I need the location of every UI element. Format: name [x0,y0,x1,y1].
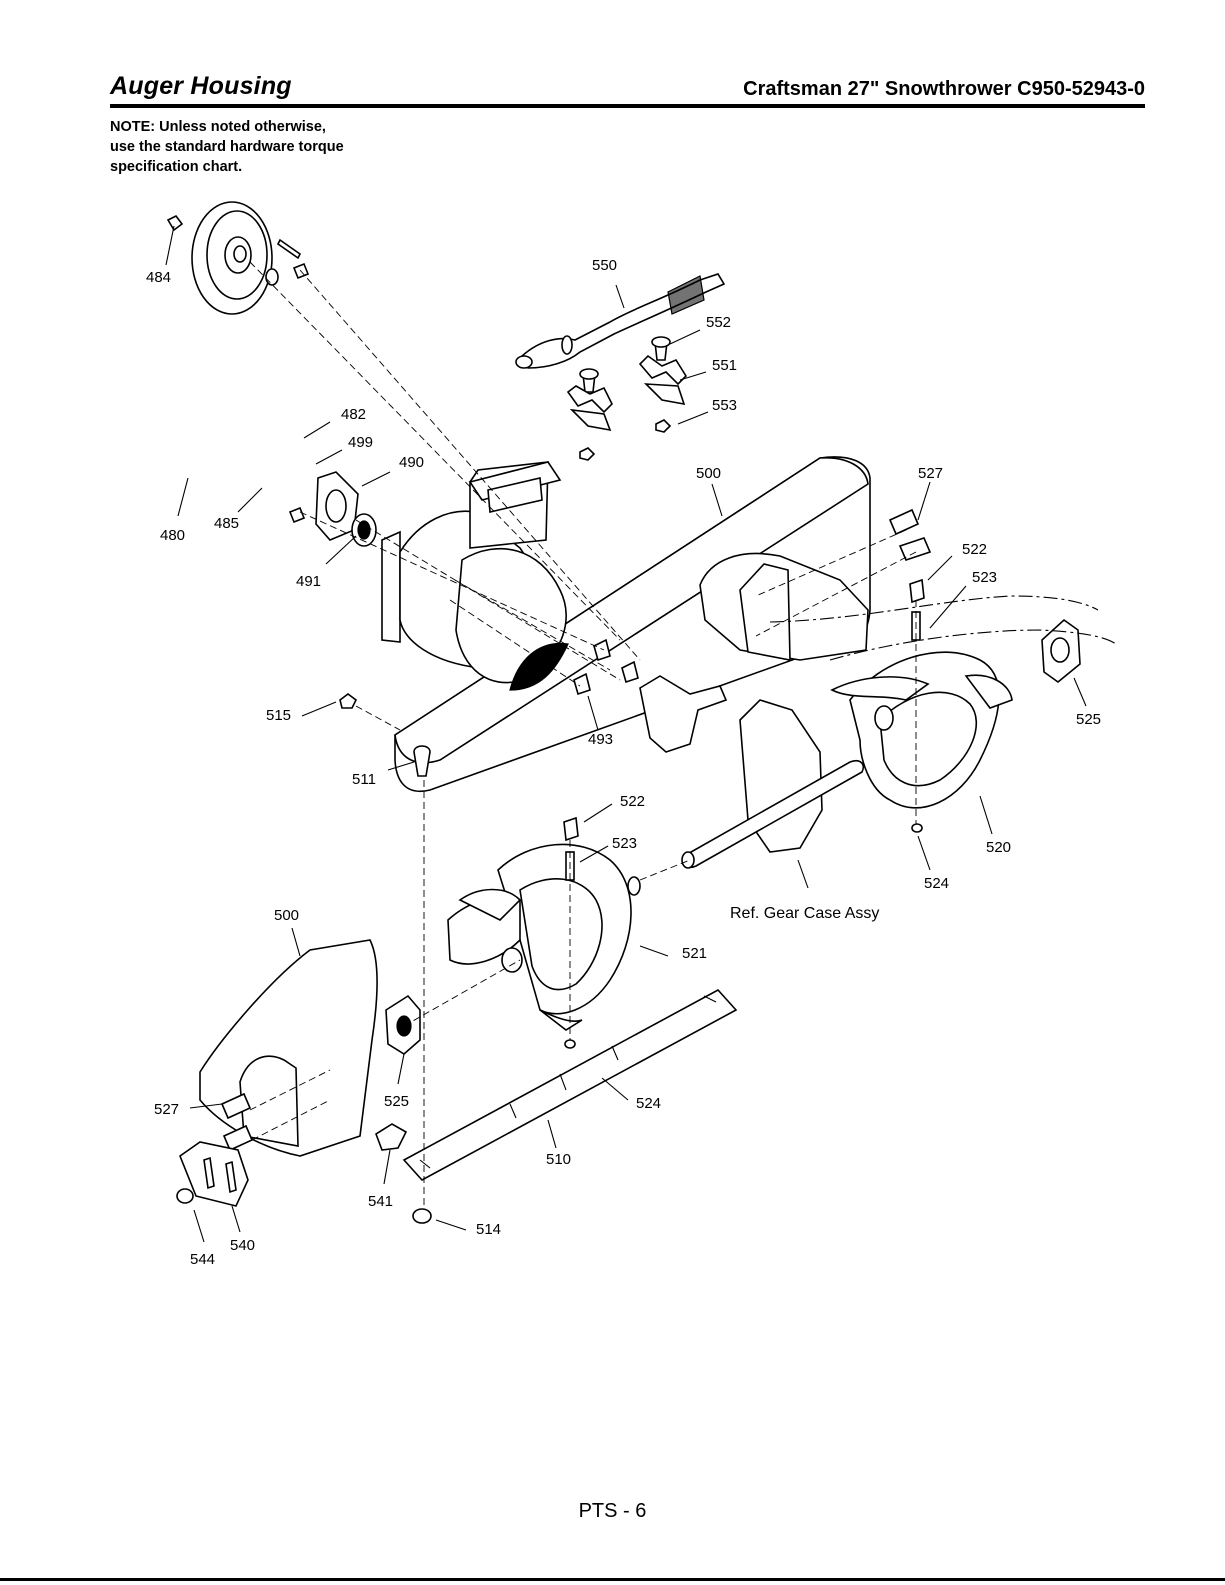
label-541: 541 [368,1193,393,1210]
label-499: 499 [348,434,373,451]
label-544: 544 [190,1251,215,1268]
bolt-522-mid [564,818,578,840]
label-525-right: 525 [1076,711,1101,728]
label-511: 511 [352,771,376,788]
bolt-527-bottom-b [224,1126,252,1150]
label-485: 485 [214,515,239,532]
nut-514 [413,1209,431,1223]
page-number: PTS - 6 [0,1500,1225,1523]
label-ref-gear-case: Ref. Gear Case Assy [730,905,879,922]
gear-case-assembly [640,676,863,868]
label-520: 520 [986,839,1011,856]
nut-524-mid [565,1040,575,1048]
key-482 [278,240,300,258]
label-521: 521 [682,945,707,962]
label-491: 491 [296,573,321,590]
label-527-top: 527 [918,465,943,482]
label-527-bottom: 527 [154,1101,179,1118]
grommet-515 [340,694,356,708]
label-552: 552 [706,314,731,331]
nut-524-right [912,824,922,832]
nut-544 [177,1189,193,1203]
label-550: 550 [592,257,617,274]
label-524-bottom: 524 [636,1095,661,1112]
bolt-499b [290,508,304,522]
auger-521 [448,844,640,1030]
label-484: 484 [146,269,171,286]
bolt-522-top [910,580,924,602]
label-500-top: 500 [696,465,721,482]
label-522-mid: 522 [620,793,645,810]
label-524-right: 524 [924,875,949,892]
label-522-top: 522 [962,541,987,558]
label-540: 540 [230,1237,255,1254]
label-514: 514 [476,1221,501,1238]
label-523-top: 523 [972,569,997,586]
label-510: 510 [546,1151,571,1168]
chute-clip-left [568,369,612,460]
label-551: 551 [712,357,737,374]
label-553: 553 [712,397,737,414]
side-plate-500 [200,940,420,1156]
label-482: 482 [341,406,366,423]
label-480: 480 [160,527,185,544]
spacer-485 [266,269,278,285]
footer-rule [0,1578,1225,1581]
chute-clip-right [640,337,686,432]
label-523-mid: 523 [612,835,637,852]
label-493: 493 [588,731,613,748]
label-500-bottom: 500 [274,907,299,924]
bolt-484 [168,216,182,230]
label-525-bottom: 525 [384,1093,409,1110]
bolt-541 [376,1124,406,1150]
auger-520 [832,652,1012,808]
pulley-480 [192,202,272,314]
chute-crank-550 [516,274,724,368]
label-490: 490 [399,454,424,471]
bolt-522-top-b [900,538,930,560]
label-515: 515 [266,707,291,724]
bearing-flange-525-right [1042,620,1080,682]
